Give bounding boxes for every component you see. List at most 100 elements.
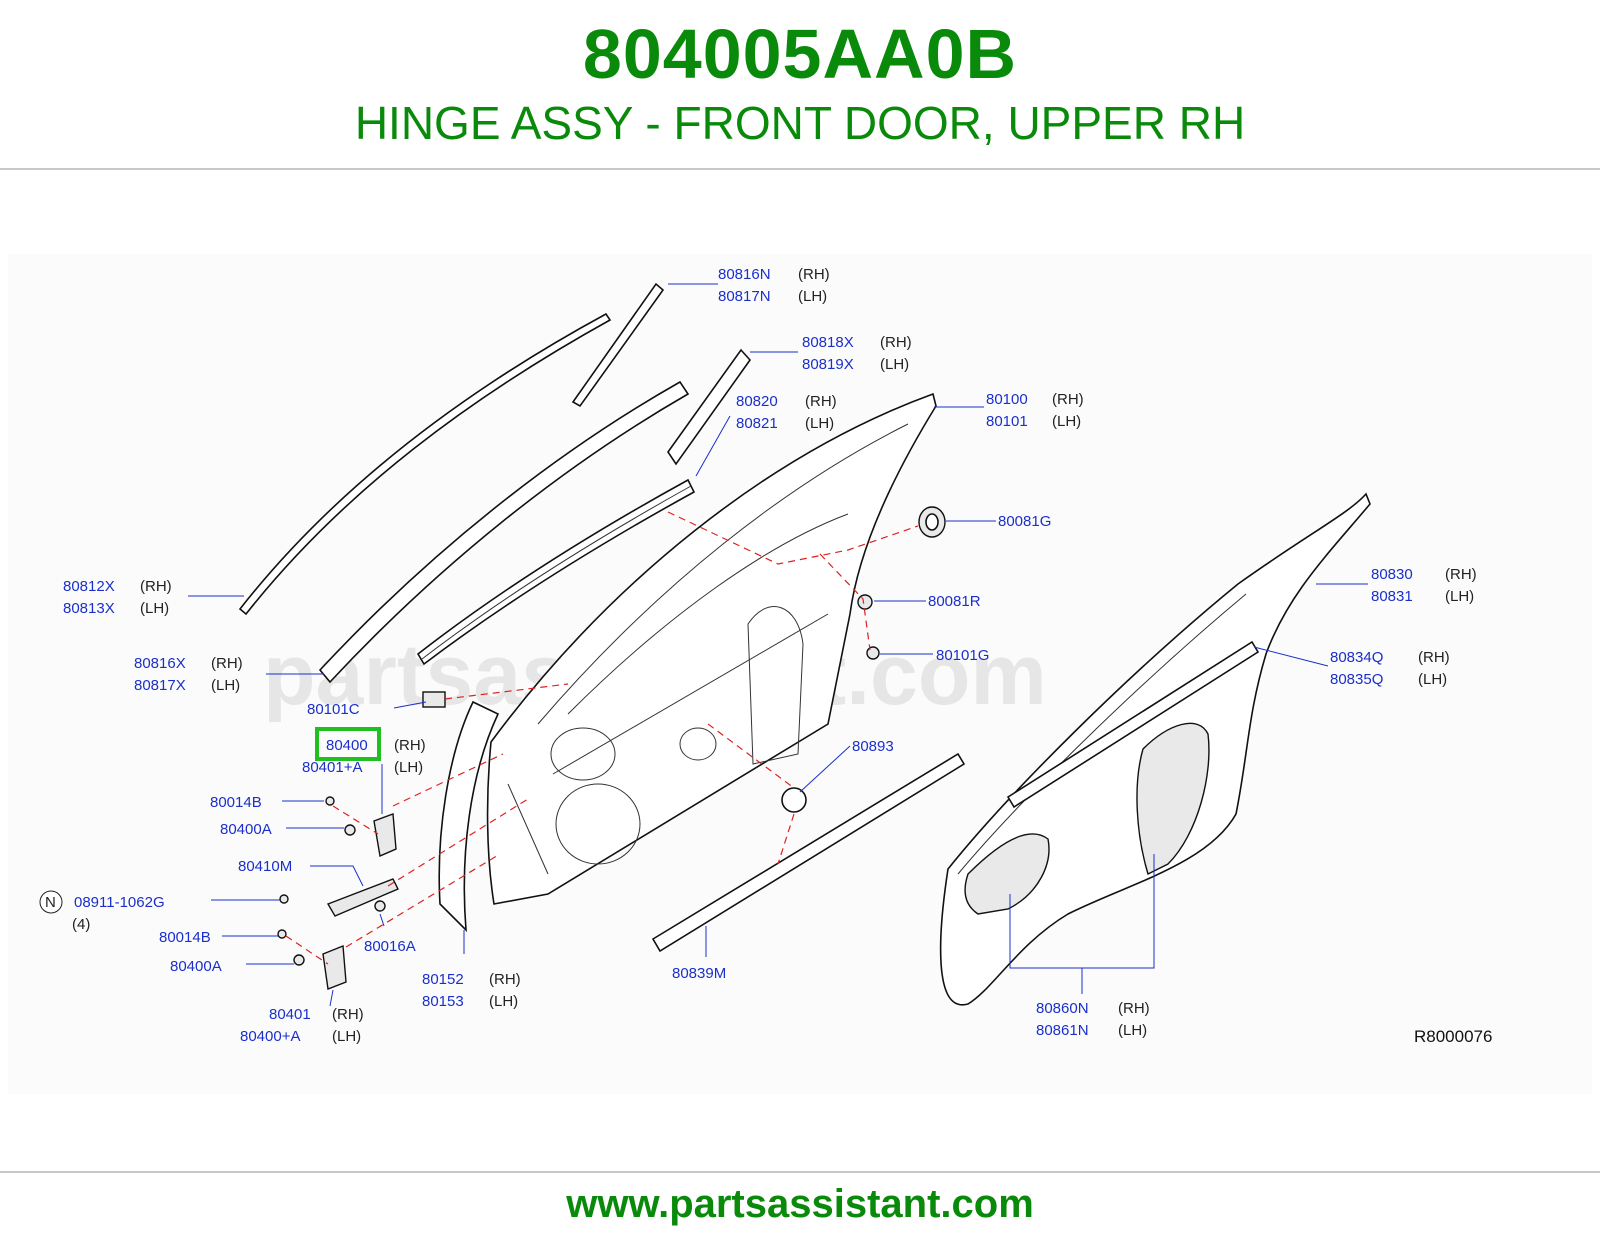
callout-80014B-lower[interactable]: 80014B [159,929,211,946]
plug-80081R [857,594,873,610]
callout-80081R[interactable]: 80081R [928,593,981,610]
molding-80812X [238,312,612,616]
callout-part-number: 80016A [364,938,416,955]
belt-molding-80834Q [1006,640,1260,809]
callout-part-number: 80861N [1036,1022,1089,1039]
callout-part-number: 80400A [170,958,222,975]
nut-80014B-lower [277,929,287,939]
callout-80014B-upper[interactable]: 80014B [210,794,262,811]
callout-80100[interactable]: 80100 (RH) [986,391,1084,408]
callout-80410M[interactable]: 80410M [238,858,292,875]
callout-part-number: 80410M [238,858,292,875]
callout-side: (LH) [394,759,423,776]
footer-divider [0,1171,1600,1173]
diagram-reference: R8000076 [1414,1027,1492,1046]
bolt-80400A-lower [293,954,305,966]
callout-part-number: 80834Q [1330,649,1383,666]
callout-part-number: 80100 [986,391,1028,408]
callout-part-number: 80400 [326,737,368,754]
callout-80816X[interactable]: 80816X (RH) [134,655,243,672]
callout-80016A[interactable]: 80016A [364,938,416,955]
callout-80860N[interactable]: 80860N (RH) [1036,1000,1150,1017]
callout-80819X[interactable]: 80819X (LH) [802,356,909,373]
callout-side: (LH) [332,1028,361,1045]
hinge-upper-80400 [373,813,397,857]
callout-08911-1062G[interactable]: N 08911-1062G (4) [39,890,165,933]
callout-side: (RH) [880,334,912,351]
callout-part-number: 08911-1062G [74,894,165,911]
callout-80101[interactable]: 80101 (LH) [986,413,1081,430]
callout-80400A-lower[interactable]: 80400A [170,958,222,975]
callout-side: (RH) [798,266,830,283]
callout-part-number: 80812X [63,578,115,595]
callout-part-number: 80819X [802,356,854,373]
callout-80818X[interactable]: 80818X (RH) [802,334,912,351]
bolt-80400A-upper [344,824,356,836]
seal-80893 [781,787,807,813]
callout-part-number: 80816N [718,266,771,283]
callout-80152[interactable]: 80152 (RH) [422,971,521,988]
callout-80817N[interactable]: 80817N (LH) [718,288,827,305]
parts-diagram: partsassistant.com [8,254,1592,1094]
callout-side: (RH) [211,655,243,672]
callout-part-number: 80152 [422,971,464,988]
callout-side: (LH) [1418,671,1447,688]
callout-part-number: 80817N [718,288,771,305]
callout-side: (RH) [805,393,837,410]
callout-80861N[interactable]: 80861N (LH) [1036,1022,1147,1039]
callout-part-number: 80400A [220,821,272,838]
callout-part-number: 80014B [210,794,262,811]
callout-side: (LH) [140,600,169,617]
callout-80401A[interactable]: 80401+A (LH) [302,759,423,776]
stopper-80101C [422,691,446,708]
callout-80817X[interactable]: 80817X (LH) [134,677,240,694]
callout-side: (LH) [880,356,909,373]
callout-side: (RH) [1052,391,1084,408]
callout-80400-A[interactable]: 80400+A (LH) [240,1028,361,1045]
callout-80821[interactable]: 80821 (LH) [736,415,834,432]
callout-80400[interactable]: 80400 (RH) [326,737,426,754]
sash-80816N [571,282,665,408]
callout-part-number: 80818X [802,334,854,351]
callout-side: (LH) [1052,413,1081,430]
callout-part-number: 80860N [1036,1000,1089,1017]
nut-80014B-upper [325,796,335,806]
callout-80830[interactable]: 80830 (RH) [1371,566,1477,583]
callout-80820[interactable]: 80820 (RH) [736,393,837,410]
callout-80831[interactable]: 80831 (LH) [1371,588,1474,605]
callout-side: (LH) [805,415,834,432]
callout-80153[interactable]: 80153 (LH) [422,993,518,1010]
callout-80835Q[interactable]: 80835Q (LH) [1330,671,1447,688]
callout-80813X[interactable]: 80813X (LH) [63,600,169,617]
callout-80834Q[interactable]: 80834Q (RH) [1330,649,1450,666]
callout-side: (RH) [140,578,172,595]
callout-part-number: 80401+A [302,759,362,776]
parts-diagram-svg: partsassistant.com [39,266,1492,1046]
callout-quantity: (4) [72,916,90,933]
callout-80101G[interactable]: 80101G [936,647,989,664]
part-number: 804005AA0B [582,15,1018,93]
trim-pad-80860N-lower [964,833,1050,915]
callout-80401[interactable]: 80401 (RH) [269,1006,364,1023]
page-header: 804005AA0B HINGE ASSY - FRONT DOOR, UPPE… [0,0,1600,168]
header-divider [0,168,1600,170]
callout-part-number: 80101C [307,701,360,718]
footer-url[interactable]: www.partsassistant.com [566,1182,1034,1226]
callout-80400A-upper[interactable]: 80400A [220,821,272,838]
callout-part-number: 80835Q [1330,671,1383,688]
callout-part-number: 80101G [936,647,989,664]
callout-80893[interactable]: 80893 [852,738,894,755]
callout-part-number: 80821 [736,415,778,432]
sill-molding-80839M [651,752,966,953]
callout-side: (RH) [489,971,521,988]
callout-part-number: 80893 [852,738,894,755]
callout-part-number: 80401 [269,1006,311,1023]
callout-part-number: 80820 [736,393,778,410]
selected-part-highlight [315,727,381,761]
callout-80816N[interactable]: 80816N (RH) [718,266,830,283]
callout-side: (RH) [332,1006,364,1023]
callout-80812X[interactable]: 80812X (RH) [63,578,172,595]
callout-80839M[interactable]: 80839M [672,965,726,982]
callout-80101C[interactable]: 80101C [307,701,360,718]
callout-80081G[interactable]: 80081G [998,513,1051,530]
